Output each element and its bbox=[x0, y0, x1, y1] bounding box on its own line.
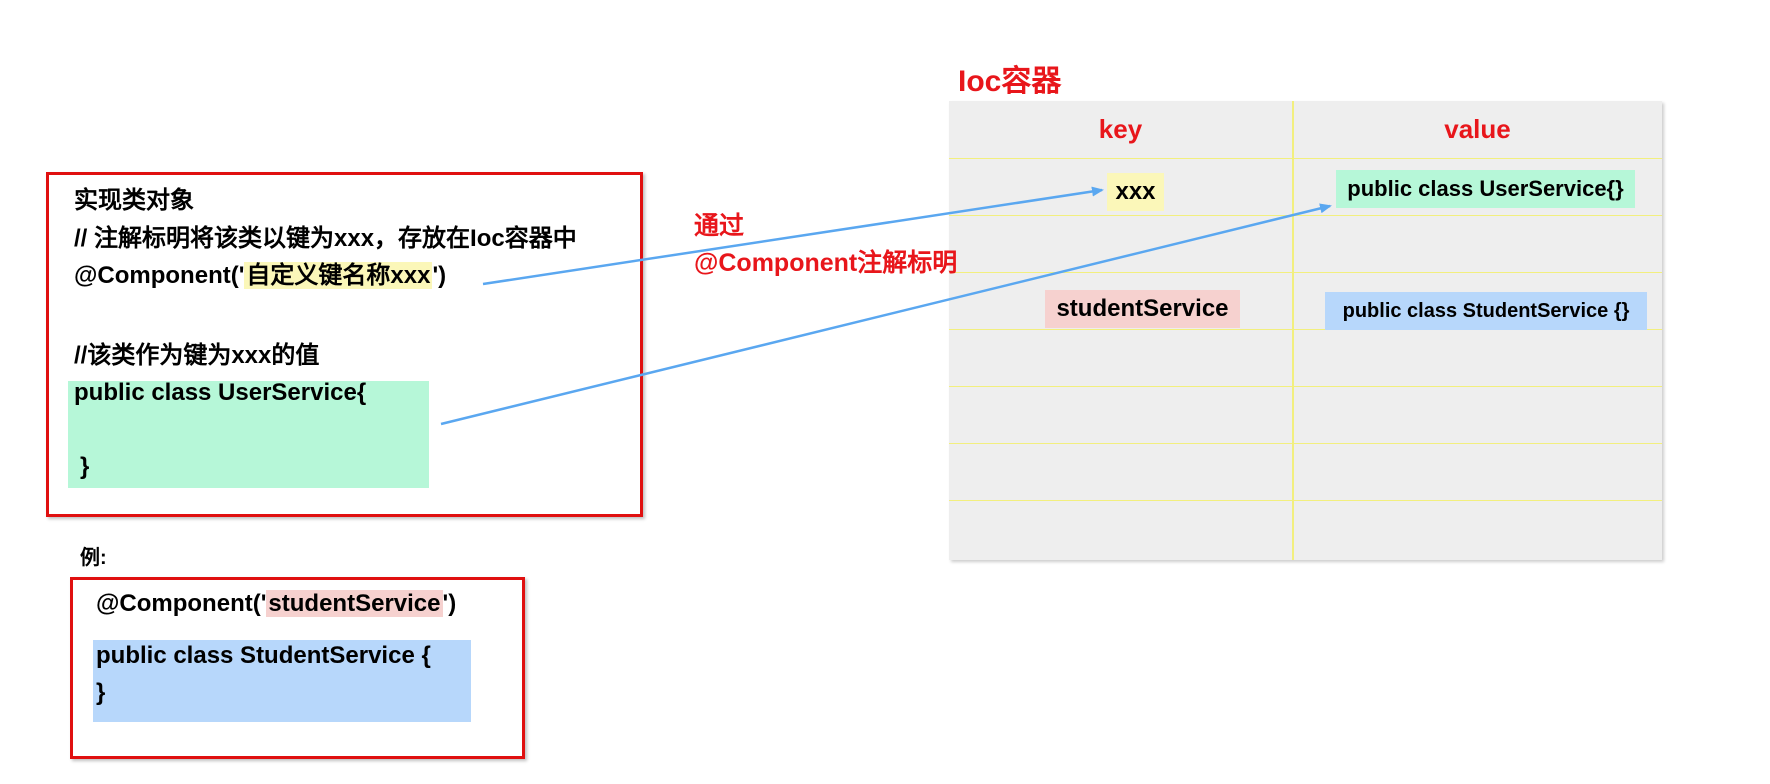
key-arrow bbox=[482, 186, 1104, 286]
student-service-open: public class StudentService { bbox=[96, 642, 431, 669]
user-service-open: public class UserService{ bbox=[74, 379, 367, 406]
example-box bbox=[70, 577, 525, 759]
user-service-class-block bbox=[68, 381, 429, 488]
table-row bbox=[949, 329, 1662, 386]
table-row bbox=[949, 443, 1662, 500]
key-student-service: studentService bbox=[1045, 290, 1240, 328]
key-xxx: xxx bbox=[1107, 173, 1164, 211]
example-annotation: @Component('studentService') bbox=[96, 590, 457, 617]
value-user-service: public class UserService{} bbox=[1336, 170, 1635, 208]
implementation-title: 实现类对象 bbox=[74, 187, 194, 214]
table-row bbox=[949, 386, 1662, 443]
user-service-close: } bbox=[80, 453, 90, 480]
arrow-note-component: @Component注解标明 bbox=[694, 249, 958, 277]
example-label: 例: bbox=[80, 547, 107, 569]
table-row bbox=[949, 215, 1662, 272]
implementation-box bbox=[46, 172, 643, 517]
value-student-service: public class StudentService {} bbox=[1325, 292, 1647, 330]
student-service-class-block bbox=[93, 640, 471, 722]
ioc-table: key value xxx public class UserService{}… bbox=[949, 101, 1662, 560]
student-service-key: studentService bbox=[266, 590, 443, 617]
value-header: value bbox=[1444, 114, 1511, 144]
arrow-note-via: 通过 bbox=[694, 212, 745, 240]
column-divider bbox=[1292, 101, 1294, 560]
custom-key-name: 自定义键名称xxx bbox=[244, 262, 433, 289]
student-service-close: } bbox=[96, 679, 106, 706]
annotation-comment: // 注解标明将该类以键为xxx，存放在Ioc容器中 bbox=[74, 225, 577, 252]
table-row bbox=[949, 500, 1662, 557]
ioc-container-title: Ioc容器 bbox=[958, 65, 1062, 98]
value-comment: //该类作为键为xxx的值 bbox=[74, 342, 320, 369]
key-header: key bbox=[1098, 114, 1143, 144]
component-annotation: @Component('自定义键名称xxx') bbox=[74, 262, 447, 289]
table-row bbox=[949, 158, 1662, 215]
table-row bbox=[949, 272, 1662, 329]
value-arrow bbox=[440, 203, 1332, 426]
